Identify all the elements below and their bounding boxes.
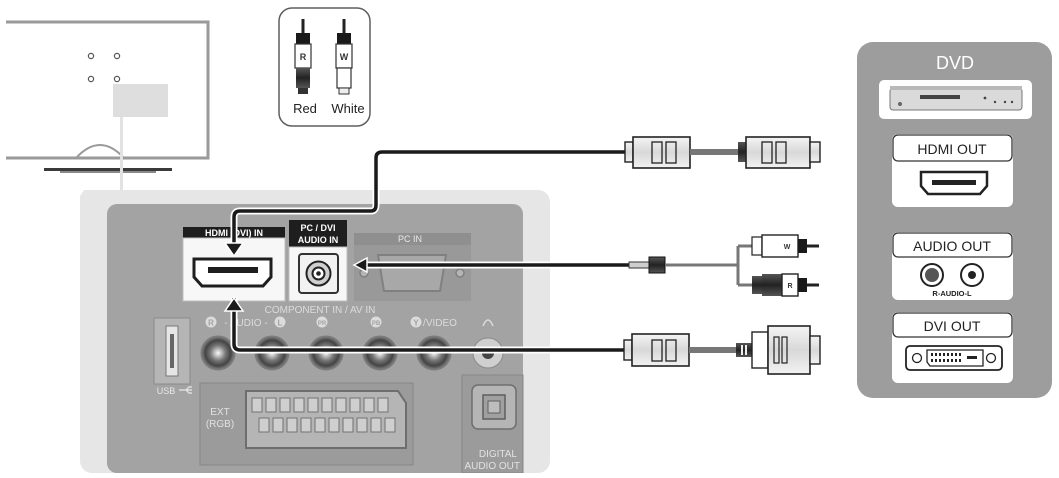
- white-label: White: [331, 101, 364, 116]
- zoom-connector: [120, 117, 123, 202]
- white-plug-letter: W: [340, 52, 349, 62]
- ext-rgb-scart-port[interactable]: EXT (RGB): [199, 382, 414, 466]
- usb-icon: [179, 386, 192, 394]
- audio-lr-label: - AUDIO -: [224, 318, 267, 329]
- tv-illustration: [6, 20, 210, 173]
- dvd-player-image: [879, 80, 1032, 119]
- usb-port[interactable]: [153, 317, 191, 385]
- hdmi-to-hdmi-cable: [223, 136, 821, 258]
- video-label: /VIDEO: [423, 318, 457, 329]
- dvd-title: DVD: [936, 53, 974, 73]
- r-channel-letter: R: [208, 319, 214, 328]
- pb-label: PB: [372, 321, 381, 327]
- white-rca-letter: W: [784, 244, 791, 251]
- hdmi-out-label: HDMI OUT: [917, 141, 987, 157]
- pc-in-label: PC IN: [398, 234, 422, 244]
- red-label: Red: [293, 101, 317, 116]
- usb-label: USB: [157, 386, 176, 396]
- pc-dvi-label: PC / DVI: [300, 223, 335, 233]
- y-label: Y: [413, 319, 419, 328]
- hdmi-to-dvi-cable: [223, 296, 821, 375]
- dvi-out-label: DVI OUT: [924, 318, 981, 334]
- rca-color-legend: R W Red White: [278, 7, 371, 127]
- scart-pins: [251, 397, 396, 433]
- digital-label: DIGITAL: [479, 449, 518, 460]
- pc-dvi-audio-in-port[interactable]: PC / DVI AUDIO IN: [288, 220, 348, 302]
- component-label: COMPONENT IN / AV IN: [265, 305, 376, 316]
- hdmi-arrow: [223, 242, 245, 258]
- pr-label: PR: [318, 321, 327, 327]
- ext-rgb-label: (RGB): [206, 419, 234, 430]
- l-channel-letter: L: [278, 319, 283, 328]
- r-audio-l-label: R-AUDIO-L: [932, 289, 972, 298]
- audio-out-port[interactable]: AUDIO OUT R-AUDIO-L: [892, 232, 1013, 300]
- hdmi-out-port[interactable]: HDMI OUT: [892, 134, 1013, 207]
- red-plug-letter: R: [300, 52, 307, 62]
- red-rca-letter: R: [787, 283, 792, 290]
- digital-audio-out-label: AUDIO OUT: [464, 461, 520, 472]
- audio-in-label: AUDIO IN: [298, 235, 339, 245]
- audio-cable: W R: [352, 234, 819, 297]
- hdmi-dvi-arrow: [223, 296, 245, 312]
- audio-arrow: [352, 256, 368, 274]
- audio-out-label: AUDIO OUT: [913, 238, 991, 254]
- digital-audio-out-port[interactable]: DIGITAL AUDIO OUT: [461, 374, 524, 474]
- dvd-panel: [857, 42, 1052, 398]
- dvi-out-port[interactable]: DVI OUT: [892, 312, 1013, 383]
- ext-label: EXT: [210, 407, 229, 418]
- audio-r-jack[interactable]: [200, 335, 236, 371]
